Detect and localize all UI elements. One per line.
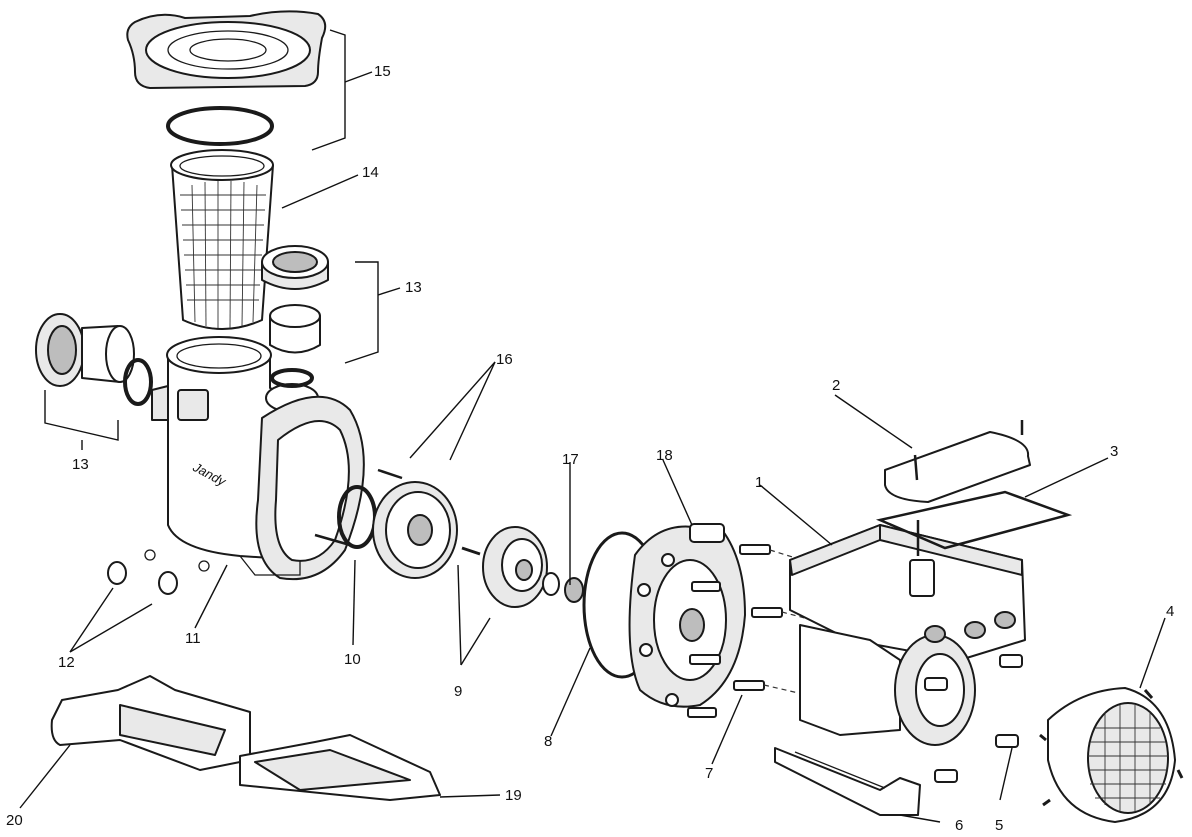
part-4-fan-cover <box>1039 687 1184 823</box>
callout-5: 5 <box>995 817 1003 834</box>
callout-20: 20 <box>6 812 23 829</box>
callout-18: 18 <box>656 447 673 464</box>
callout-19: 19 <box>505 787 522 804</box>
part-9-impeller <box>461 526 548 608</box>
callout-3: 3 <box>1110 443 1118 460</box>
callout-1: 1 <box>755 474 763 491</box>
part-15-lid <box>126 10 327 89</box>
part-3-gasket <box>875 490 1073 550</box>
part-17-seal <box>542 572 584 603</box>
part-1-motor-drive <box>789 520 1026 746</box>
callout-17: 17 <box>562 451 579 468</box>
bracket-15 <box>311 29 346 151</box>
callout-9: 9 <box>454 683 462 700</box>
callout-13-left: 13 <box>72 456 89 473</box>
part-12-drain-plugs <box>107 549 210 595</box>
callout-14: 14 <box>362 164 379 181</box>
part-18-seal-plate <box>628 523 746 708</box>
part-5-screws <box>924 654 1023 783</box>
part-20-base <box>50 675 251 771</box>
callout-10: 10 <box>344 651 361 668</box>
callout-11: 11 <box>185 630 201 647</box>
part-13-union-left <box>35 313 153 406</box>
part-2-cover <box>884 420 1031 503</box>
part-16-diffuser <box>314 468 458 579</box>
part-19-base <box>239 734 441 801</box>
callout-15: 15 <box>374 63 391 80</box>
callout-2: 2 <box>832 377 840 394</box>
part-6-motor-stand <box>774 747 921 816</box>
callout-16: 16 <box>496 351 513 368</box>
part-13-union-right <box>261 245 329 354</box>
callout-4: 4 <box>1166 603 1174 620</box>
bracket-13-left <box>44 390 119 441</box>
part-15-oring <box>166 106 274 146</box>
callout-12: 12 <box>58 654 75 671</box>
callout-13-right: 13 <box>405 279 422 296</box>
pump-housing: Jandy <box>151 336 365 581</box>
callout-6: 6 <box>955 817 963 834</box>
bracket-13-right <box>344 261 379 364</box>
leader-lines <box>19 71 1166 823</box>
callout-8: 8 <box>544 733 552 750</box>
callout-7: 7 <box>705 765 713 782</box>
part-14-basket <box>170 149 274 330</box>
